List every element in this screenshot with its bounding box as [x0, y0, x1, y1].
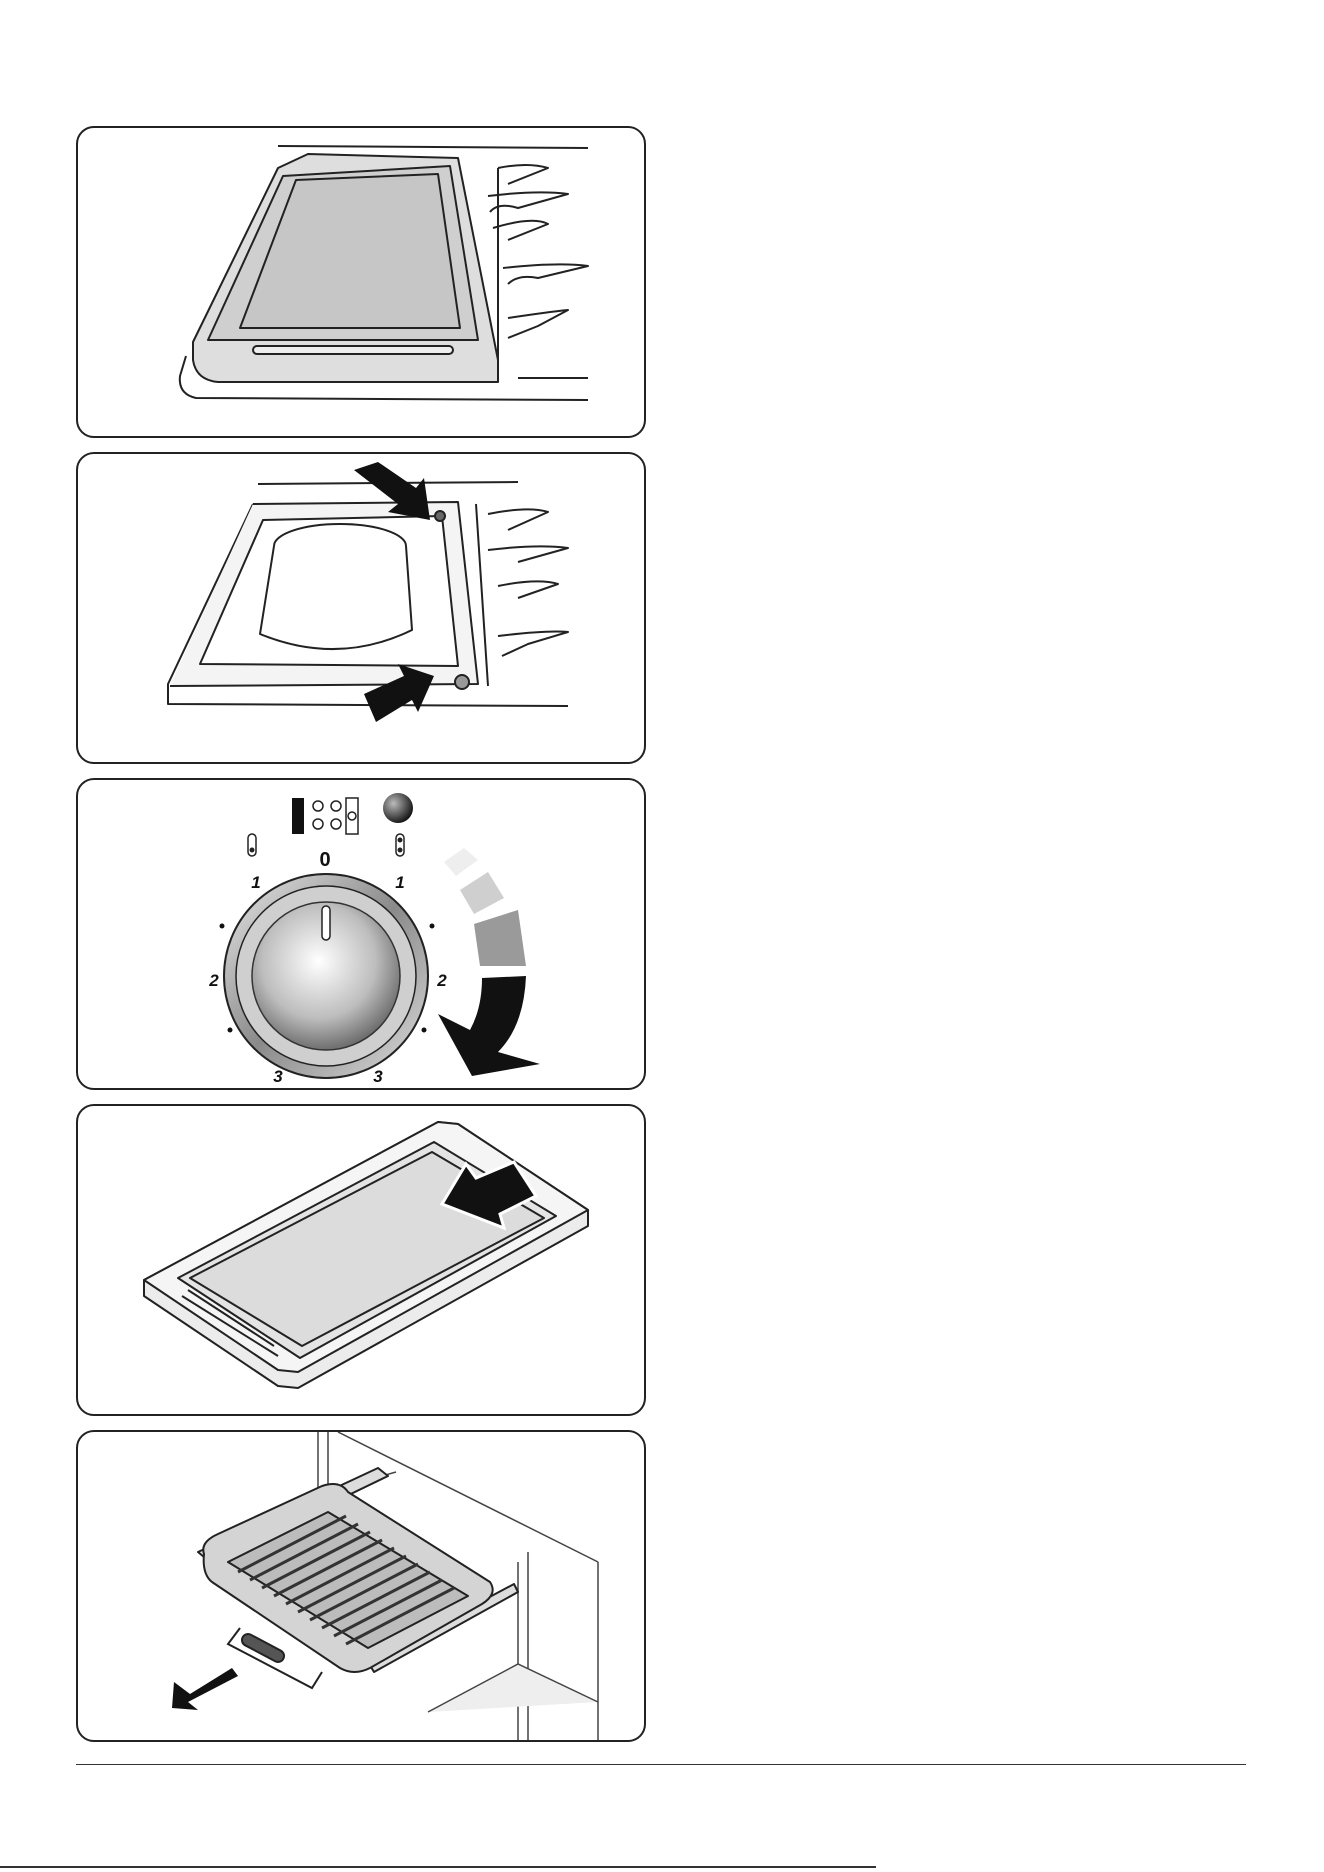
- heat-step-2: [460, 872, 504, 914]
- bottom-strip: [0, 1866, 876, 1868]
- right-scale-2: 2: [436, 971, 447, 990]
- hob-zone-icon: [292, 798, 304, 834]
- indicator-lamp-icon: [383, 793, 413, 823]
- illustration-control-knob: 0 1 2 3 1 2 3: [76, 778, 646, 1090]
- control-knob-drawing: 0 1 2 3 1 2 3: [78, 780, 646, 1090]
- left-scale-3: 3: [273, 1067, 283, 1086]
- griddle-fixing-points-drawing: [78, 454, 646, 764]
- knob-pointer: [322, 906, 330, 940]
- left-scale-2: 2: [208, 971, 219, 990]
- grill-pan-oven-drawing: [78, 1432, 646, 1742]
- footer-rule: [76, 1764, 1246, 1765]
- left-scale-1: 1: [251, 873, 260, 892]
- pull-out-arrow-icon: [172, 1668, 238, 1710]
- heat-step-1: [444, 848, 478, 876]
- right-scale-3: 3: [373, 1067, 383, 1086]
- illustration-grill-pan-oven: [76, 1430, 646, 1742]
- rotation-arrow-icon: [438, 976, 540, 1076]
- control-knob[interactable]: [224, 874, 428, 1078]
- illustration-griddle-plate: [76, 1104, 646, 1416]
- griddle-plate-drawing: [78, 1106, 646, 1416]
- knob-zero-label: 0: [319, 849, 330, 871]
- heat-step-3: [474, 910, 526, 966]
- illustration-griddle-fixing-points: [76, 452, 646, 764]
- right-scale-1: 1: [395, 873, 404, 892]
- griddle-on-hob-drawing: [78, 128, 646, 438]
- pan-handle[interactable]: [240, 1632, 286, 1664]
- illustration-griddle-on-hob: [76, 126, 646, 438]
